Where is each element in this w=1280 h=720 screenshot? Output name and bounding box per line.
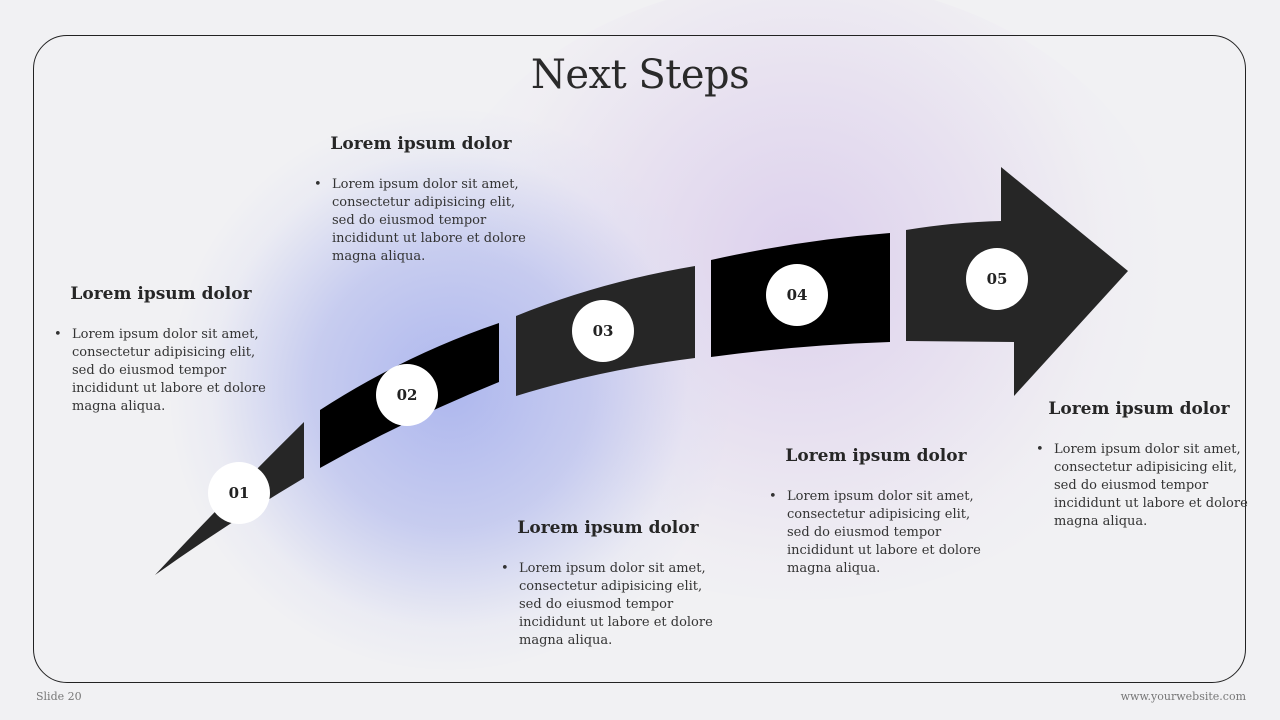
step-badge-1: 01 [208, 462, 270, 524]
step-description-text: Lorem ipsum dolor sit amet, consectetur … [519, 561, 713, 648]
bullet-icon: • [769, 489, 777, 504]
step-description: • Lorem ipsum dolor sit amet, consectetu… [501, 560, 723, 650]
step-badge-3: 03 [572, 300, 634, 362]
step-description-text: Lorem ipsum dolor sit amet, consectetur … [332, 177, 526, 264]
step-number: 03 [593, 322, 614, 340]
step-block-4: Lorem ipsum dolor • Lorem ipsum dolor si… [761, 446, 991, 578]
content-frame [33, 35, 1246, 683]
step-block-5: Lorem ipsum dolor • Lorem ipsum dolor si… [1028, 399, 1250, 531]
step-description: • Lorem ipsum dolor sit amet, consectetu… [54, 326, 276, 416]
bullet-icon: • [501, 561, 509, 576]
step-number: 05 [987, 270, 1008, 288]
step-badge-5: 05 [966, 248, 1028, 310]
step-badge-2: 02 [376, 364, 438, 426]
step-description-text: Lorem ipsum dolor sit amet, consectetur … [72, 327, 266, 414]
step-block-2: Lorem ipsum dolor • Lorem ipsum dolor si… [306, 134, 536, 266]
step-block-1: Lorem ipsum dolor • Lorem ipsum dolor si… [46, 284, 276, 416]
slide-number: Slide 20 [36, 690, 82, 703]
page-title: Next Steps [530, 52, 750, 98]
bullet-icon: • [1036, 442, 1044, 457]
step-block-3: Lorem ipsum dolor • Lorem ipsum dolor si… [493, 518, 723, 650]
step-heading: Lorem ipsum dolor [785, 446, 967, 466]
step-description-text: Lorem ipsum dolor sit amet, consectetur … [1054, 442, 1248, 529]
website-url: www.yourwebsite.com [1120, 690, 1246, 703]
bullet-icon: • [54, 327, 62, 342]
step-description: • Lorem ipsum dolor sit amet, consectetu… [314, 176, 536, 266]
step-heading: Lorem ipsum dolor [330, 134, 512, 154]
step-number: 04 [787, 286, 808, 304]
step-badge-4: 04 [766, 264, 828, 326]
step-description-text: Lorem ipsum dolor sit amet, consectetur … [787, 489, 981, 576]
step-heading: Lorem ipsum dolor [1048, 399, 1230, 419]
step-number: 01 [229, 484, 250, 502]
step-description: • Lorem ipsum dolor sit amet, consectetu… [1036, 441, 1250, 531]
step-heading: Lorem ipsum dolor [517, 518, 699, 538]
step-description: • Lorem ipsum dolor sit amet, consectetu… [769, 488, 991, 578]
bullet-icon: • [314, 177, 322, 192]
step-heading: Lorem ipsum dolor [70, 284, 252, 304]
step-number: 02 [397, 386, 418, 404]
